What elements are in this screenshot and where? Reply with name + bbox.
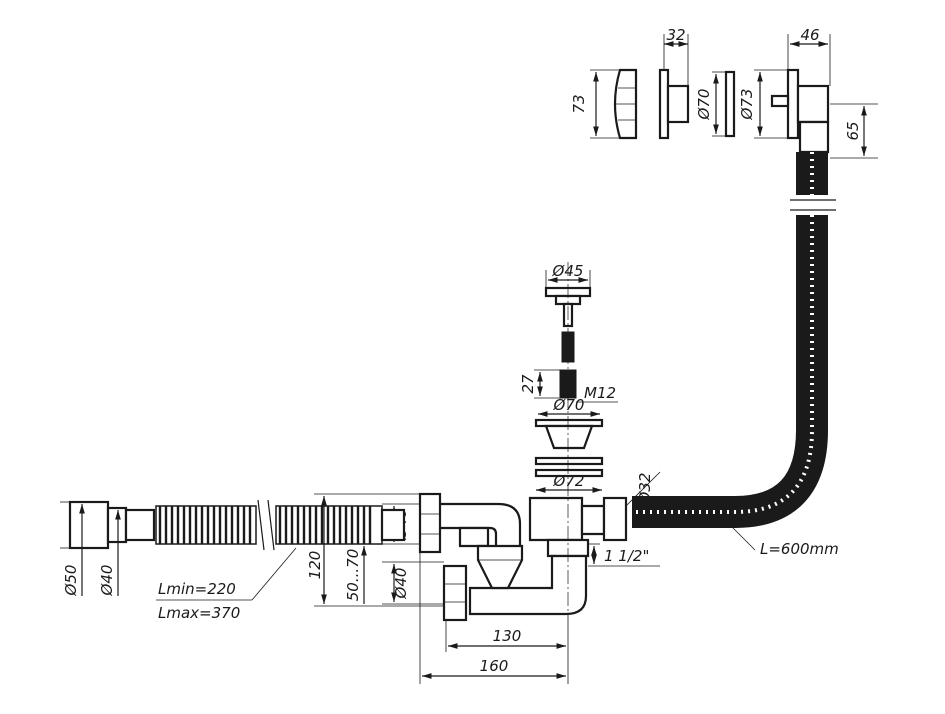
dim-40-lower: Ø40 xyxy=(382,561,444,605)
outlet-connector xyxy=(68,500,156,550)
label-40-left: Ø40 xyxy=(98,565,116,597)
label-130: 130 xyxy=(493,627,522,645)
dim-160: 160 xyxy=(419,552,566,684)
dim-32-pipe: Ø32 xyxy=(625,471,661,507)
label-32-top: 32 xyxy=(666,26,685,44)
drain-gaskets xyxy=(534,456,604,478)
label-32-pipe: Ø32 xyxy=(636,473,654,505)
corrugated-hose-left xyxy=(155,505,257,545)
label-50: Ø50 xyxy=(62,565,80,597)
corrugated-hose-right xyxy=(275,505,406,545)
dim-27: 27 xyxy=(519,369,560,399)
hose-break xyxy=(257,499,275,551)
dim-50-70: 50...70 xyxy=(344,546,367,604)
overflow-cap xyxy=(613,68,638,140)
dim-lmin-lmax: Lmin=220 Lmax=370 xyxy=(156,547,297,622)
dim-m12: M12 xyxy=(576,384,618,403)
siphon-body xyxy=(418,492,628,622)
label-70-mid: Ø70 xyxy=(553,396,585,414)
label-73-right: Ø73 xyxy=(738,89,756,121)
label-120: 120 xyxy=(306,551,324,580)
dim-50: Ø50 xyxy=(60,501,85,597)
dim-70-mid: Ø70 xyxy=(538,396,600,417)
overflow-gasket xyxy=(724,70,736,138)
dim-120: 120 xyxy=(306,493,444,607)
overflow-hose xyxy=(632,152,836,528)
dim-130: 130 xyxy=(445,614,569,684)
label-40-lower: Ø40 xyxy=(392,568,410,600)
dim-40-left: Ø40 xyxy=(98,510,121,597)
dim-73-right: Ø73 xyxy=(738,69,788,139)
dim-73-left: 73 xyxy=(570,69,620,139)
label-46: 46 xyxy=(800,26,819,44)
label-45: Ø45 xyxy=(552,262,584,280)
overflow-body xyxy=(770,68,830,154)
dim-hose-length: L=600mm xyxy=(724,519,839,558)
label-hose-length: L=600mm xyxy=(760,540,839,558)
dim-46: 46 xyxy=(787,26,831,86)
label-50-70: 50...70 xyxy=(344,549,362,601)
label-thread: 1 1/2" xyxy=(604,547,649,565)
overflow-plate xyxy=(658,68,690,140)
label-m12: M12 xyxy=(584,384,616,402)
dim-32-top: 32 xyxy=(663,26,689,86)
label-lmin: Lmin=220 xyxy=(158,580,236,598)
label-70-top: Ø70 xyxy=(695,89,713,121)
label-27: 27 xyxy=(519,374,537,394)
dim-65: 65 xyxy=(830,103,878,159)
dim-70-top: Ø70 xyxy=(695,71,726,137)
dim-thread: 1 1/2" xyxy=(588,543,660,567)
label-72: Ø72 xyxy=(553,472,585,490)
label-lmax: Lmax=370 xyxy=(158,604,240,622)
label-65: 65 xyxy=(844,121,862,140)
label-73-left: 73 xyxy=(570,94,588,113)
drain-flange xyxy=(534,418,604,450)
label-160: 160 xyxy=(480,657,509,675)
dim-72: Ø72 xyxy=(536,472,602,493)
